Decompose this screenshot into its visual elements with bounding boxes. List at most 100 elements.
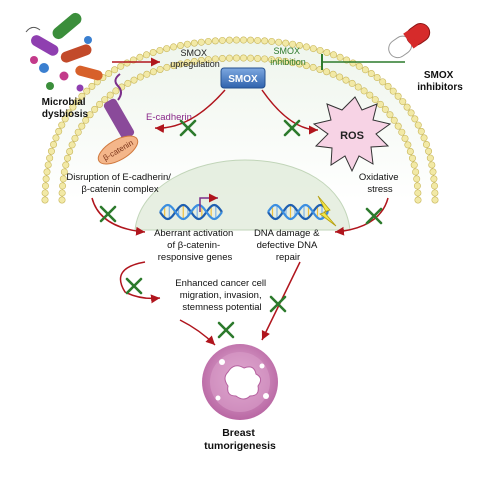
lipid-head bbox=[379, 78, 387, 86]
lipid-head bbox=[69, 103, 77, 111]
bacteria-cluster-icon bbox=[25, 12, 103, 92]
lipid-head bbox=[218, 36, 226, 44]
lipid-head bbox=[64, 154, 72, 162]
nucleus bbox=[134, 159, 351, 231]
lipid-head bbox=[275, 38, 283, 46]
lipid-head bbox=[111, 66, 119, 74]
smox-inhibition-label: SMOX inhibition bbox=[270, 46, 306, 67]
lipid-head bbox=[112, 87, 120, 95]
lipid-head bbox=[61, 115, 69, 123]
oxidative-to-dna-arrow bbox=[334, 197, 389, 236]
lipid-head bbox=[52, 134, 60, 142]
lipid-head bbox=[349, 59, 357, 67]
smox-box bbox=[220, 67, 266, 89]
green-x-mark bbox=[99, 205, 117, 223]
lipid-head bbox=[197, 38, 205, 46]
lipid-head bbox=[247, 36, 255, 44]
cancer-to-tumor-arrow bbox=[179, 319, 216, 346]
lipid-head bbox=[254, 36, 262, 44]
lipid-head bbox=[46, 154, 54, 162]
lipid-head bbox=[105, 70, 113, 78]
lipid-head bbox=[41, 182, 49, 190]
lipid-head bbox=[329, 70, 337, 78]
lipid-head bbox=[225, 36, 233, 44]
lipid-head bbox=[225, 54, 233, 62]
lipid-head bbox=[412, 168, 420, 176]
lipid-head bbox=[426, 154, 434, 162]
lipid-head bbox=[414, 189, 422, 197]
lipid-head bbox=[367, 70, 375, 78]
lipid-head bbox=[183, 40, 191, 48]
lipid-head bbox=[309, 45, 317, 53]
lipid-head bbox=[43, 168, 51, 176]
lipid-head bbox=[59, 175, 67, 183]
lipid-head bbox=[371, 96, 379, 104]
lipid-head bbox=[384, 82, 392, 90]
lipid-head bbox=[88, 82, 96, 90]
lipid-head bbox=[410, 161, 418, 169]
lipid-head bbox=[420, 134, 428, 142]
green-x-mark bbox=[283, 119, 301, 137]
lipid-head bbox=[106, 91, 114, 99]
lipid-head bbox=[289, 40, 297, 48]
lipid-head bbox=[59, 182, 67, 190]
lipid-head bbox=[156, 46, 164, 54]
lipid-head bbox=[136, 53, 144, 61]
lipid-head bbox=[403, 103, 411, 111]
lipid-head bbox=[101, 96, 109, 104]
lipid-head bbox=[58, 121, 66, 129]
lipid-head bbox=[41, 196, 49, 204]
lipid-head bbox=[149, 49, 157, 57]
lipid-head bbox=[348, 79, 356, 87]
lipid-head bbox=[376, 100, 384, 108]
lipid-head bbox=[431, 189, 439, 197]
lipid-head bbox=[430, 175, 438, 183]
lipid-head bbox=[360, 87, 368, 95]
lipid-head bbox=[177, 60, 185, 68]
lipid-head bbox=[330, 51, 338, 59]
green-x-mark bbox=[179, 119, 197, 137]
lipid-head bbox=[211, 37, 219, 45]
lipid-head bbox=[58, 189, 66, 197]
smox-to-cadherin-arrow bbox=[154, 89, 226, 134]
lipid-head bbox=[117, 62, 125, 70]
lipid-head bbox=[204, 37, 212, 45]
lipid-head bbox=[71, 134, 79, 142]
smox-box-label: SMOX bbox=[228, 74, 258, 85]
lipid-head bbox=[247, 54, 255, 62]
lipid-head bbox=[204, 56, 212, 64]
lipid-head bbox=[373, 74, 381, 82]
green-x-mark bbox=[125, 277, 143, 295]
lipid-head bbox=[86, 111, 94, 119]
lipid-head bbox=[407, 109, 415, 117]
capsule-pill-icon bbox=[388, 23, 431, 59]
lipid-head bbox=[156, 65, 164, 73]
lipid-head bbox=[124, 79, 132, 87]
lipid-head bbox=[261, 37, 269, 45]
lipid-head bbox=[408, 154, 416, 162]
lipid-head bbox=[386, 111, 394, 119]
lipid-head bbox=[342, 76, 350, 84]
lipid-head bbox=[218, 54, 226, 62]
smox-upregulation-label: SMOX upregulation bbox=[170, 48, 220, 69]
lipid-head bbox=[323, 49, 331, 57]
lipid-head bbox=[431, 182, 439, 190]
green-x-mark bbox=[217, 321, 235, 339]
lipid-head bbox=[417, 127, 425, 135]
lipid-head bbox=[394, 122, 402, 130]
disruption-label: Disruption of E-cadherin/ β-catenin comp… bbox=[66, 172, 173, 195]
lipid-head bbox=[163, 63, 171, 71]
lipid-head bbox=[323, 68, 331, 76]
lipid-head bbox=[282, 57, 290, 65]
lipid-head bbox=[142, 51, 150, 59]
lipid-head bbox=[62, 161, 70, 169]
lipid-head bbox=[268, 37, 276, 45]
lipid-head bbox=[190, 57, 198, 65]
lipid-head bbox=[390, 116, 398, 124]
lipid-head bbox=[295, 60, 303, 68]
lipid-head bbox=[399, 98, 407, 106]
lipid-head bbox=[91, 105, 99, 113]
oxidative-stress-label: Oxidative stress bbox=[359, 172, 401, 195]
lipid-head bbox=[254, 54, 262, 62]
microbial-dysbiosis-label: Microbial dysbiosis bbox=[42, 97, 89, 120]
